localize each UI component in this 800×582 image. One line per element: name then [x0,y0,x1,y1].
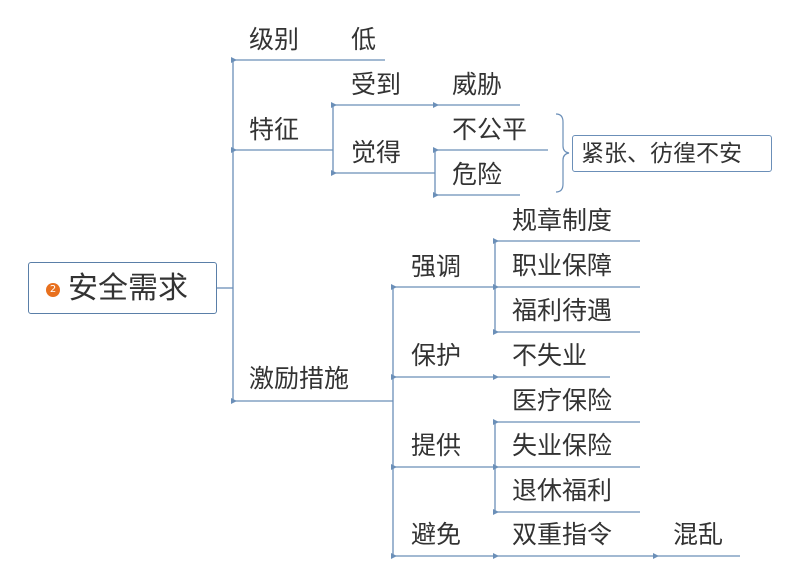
priority-badge-icon: 2 [46,283,60,297]
topic-incentive[interactable]: 激励措施 [249,364,350,393]
topic-dual-command[interactable]: 双重指令 [512,520,613,549]
topic-job-security[interactable]: 职业保障 [512,251,613,280]
topic-unemployment-insurance[interactable]: 失业保险 [512,431,613,460]
topic-no-unemployment[interactable]: 不失业 [512,341,588,370]
topic-chaos[interactable]: 混乱 [673,520,724,549]
topic-level[interactable]: 级别 [249,25,300,54]
topic-benefits[interactable]: 福利待遇 [512,296,613,325]
topic-feature[interactable]: 特征 [249,115,300,144]
topic-threat[interactable]: 威胁 [452,70,503,99]
summary-brace [555,113,570,193]
topic-rules[interactable]: 规章制度 [512,206,613,235]
topic-level-value[interactable]: 低 [351,25,377,54]
topic-received[interactable]: 受到 [351,70,402,99]
topic-feel[interactable]: 觉得 [351,138,402,167]
topic-danger[interactable]: 危险 [452,160,503,189]
summary-topic[interactable]: 紧张、彷徨不安 [572,135,772,172]
topic-avoid[interactable]: 避免 [411,520,462,549]
root-topic-label: 安全需求 [68,271,188,306]
topic-medical-insurance[interactable]: 医疗保险 [512,386,613,415]
topic-retirement-benefits[interactable]: 退休福利 [512,476,613,505]
topic-emphasize[interactable]: 强调 [411,252,462,281]
topic-provide[interactable]: 提供 [411,431,462,460]
root-topic[interactable]: 2 安全需求 [28,262,217,314]
summary-label: 紧张、彷徨不安 [581,141,742,167]
topic-protect[interactable]: 保护 [411,341,462,370]
topic-unfair[interactable]: 不公平 [452,115,528,144]
